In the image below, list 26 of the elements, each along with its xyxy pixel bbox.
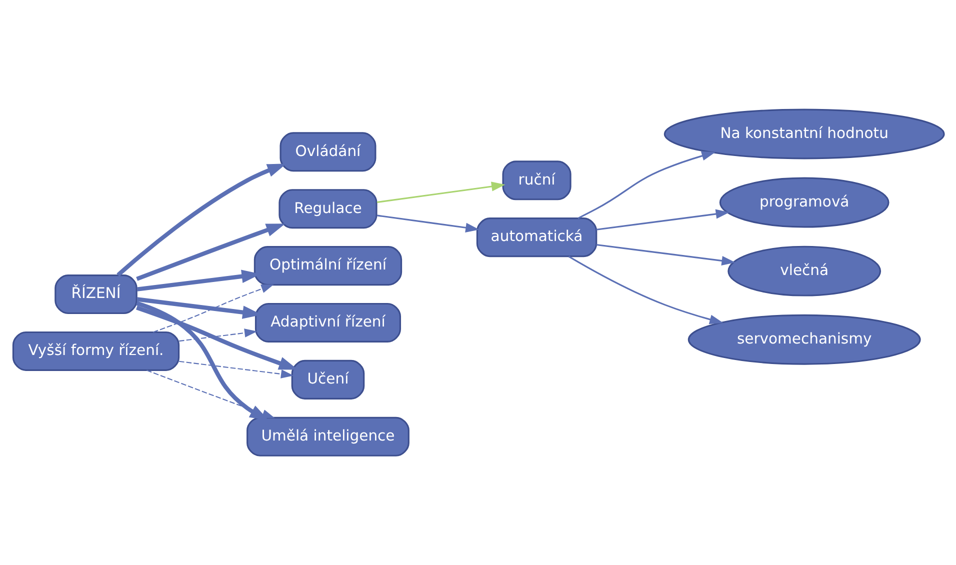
node-box: Optimální řízení: [253, 246, 402, 286]
node-box: Ovládání: [279, 132, 376, 172]
arrow: [577, 151, 715, 219]
node-box: ruční: [502, 160, 571, 200]
node-box: Regulace: [278, 189, 377, 229]
node-box: Učení: [290, 360, 364, 400]
arrow: [376, 214, 479, 232]
node-box: Vyšší formy řízení.: [12, 331, 180, 371]
arrow: [178, 360, 294, 378]
arrow: [135, 301, 268, 421]
arrow: [568, 256, 723, 324]
arrow: [376, 182, 505, 204]
node-box: automatická: [476, 218, 597, 258]
node-box: ŘÍZENÍ: [54, 274, 137, 314]
arrow: [152, 284, 274, 333]
node-box: Umělá inteligence: [246, 416, 409, 456]
arrow: [136, 306, 298, 370]
node-box: Adaptivní řízení: [254, 302, 401, 343]
arrow: [596, 244, 735, 266]
arrow: [596, 209, 730, 230]
arrow: [136, 224, 285, 281]
arrow: [178, 328, 257, 342]
arrow: [116, 164, 286, 277]
arrow: [146, 370, 274, 418]
node-ellipse: programová: [718, 177, 889, 228]
node-ellipse: vlečná: [727, 246, 881, 296]
